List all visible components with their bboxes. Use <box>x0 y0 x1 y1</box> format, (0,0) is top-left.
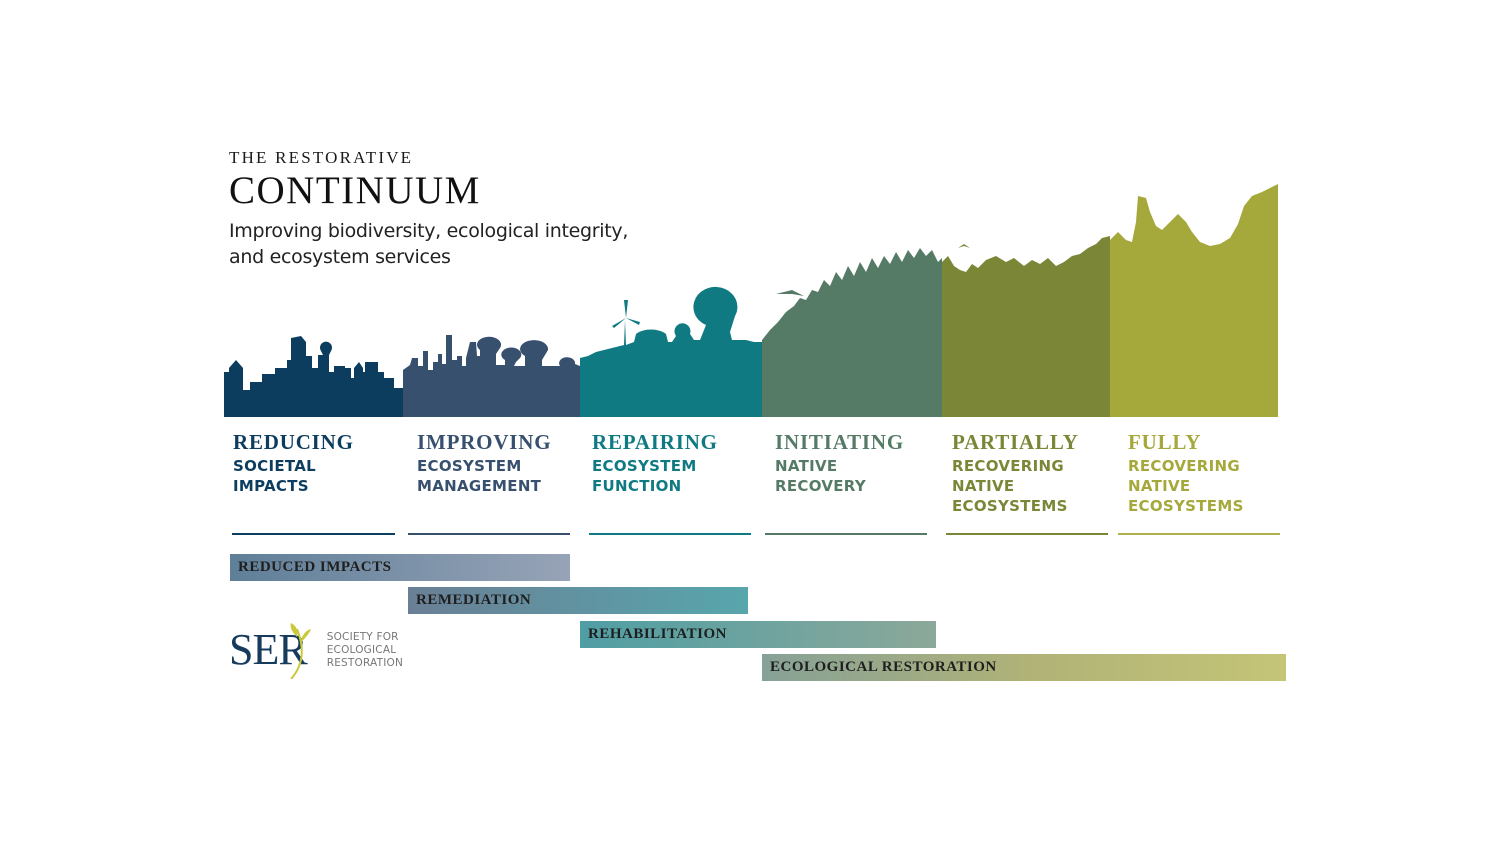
logo-line: SOCIETY FOR <box>326 630 399 643</box>
subtitle-line-1: Improving biodiversity, ecological integ… <box>229 220 629 242</box>
savanna-icon <box>942 236 1110 417</box>
rainforest-icon <box>1110 184 1278 417</box>
windmill-trees-icon <box>580 286 762 417</box>
stage-subheading: RECOVERING NATIVE ECOSYSTEMS <box>952 456 1079 516</box>
range-bar-remediation: REMEDIATION <box>408 587 748 614</box>
stage-sub-line: RECOVERING <box>1128 457 1241 475</box>
stage-sub-line: MANAGEMENT <box>417 477 542 495</box>
stage-sub-line: RECOVERY <box>775 477 867 495</box>
subtitle: Improving biodiversity, ecological integ… <box>229 218 628 270</box>
city-trees-icon <box>403 335 580 417</box>
stage-sub-line: ECOSYSTEMS <box>1128 497 1244 515</box>
title-eyebrow: THE RESTORATIVE <box>229 148 414 167</box>
logo-line: ECOLOGICAL <box>326 643 397 656</box>
stage-sub-line: ECOSYSTEM <box>592 457 697 475</box>
page-title: CONTINUUM <box>229 169 481 212</box>
stage-sub-line: NATIVE <box>1128 477 1191 495</box>
bar-label: REHABILITATION <box>588 626 727 642</box>
stage-sub-line: NATIVE <box>775 457 838 475</box>
forest-icon <box>762 248 942 417</box>
ser-logo: SER SOCIETY FOR ECOLOGICAL RESTORATION <box>229 623 403 679</box>
stage-partially: PARTIALLY RECOVERING NATIVE ECOSYSTEMS <box>952 430 1079 516</box>
stage-heading: IMPROVING <box>417 430 552 454</box>
ser-logo-mark: SER <box>229 623 311 679</box>
stage-sub-line: ECOSYSTEM <box>417 457 522 475</box>
subtitle-line-2: and ecosystem services <box>229 246 451 268</box>
stage-divider <box>765 533 927 535</box>
stage-subheading: ECOSYSTEM FUNCTION <box>592 456 718 496</box>
stage-divider <box>1118 533 1280 535</box>
stage-sub-line: ECOSYSTEMS <box>952 497 1068 515</box>
stage-divider <box>946 533 1108 535</box>
stage-heading: PARTIALLY <box>952 430 1079 454</box>
stage-sub-line: FUNCTION <box>592 477 682 495</box>
stage-subheading: NATIVE RECOVERY <box>775 456 904 496</box>
stage-sub-line: SOCIETAL <box>233 457 317 475</box>
stage-initiating: INITIATING NATIVE RECOVERY <box>775 430 904 496</box>
title-block: THE RESTORATIVE CONTINUUM Improving biod… <box>229 148 628 270</box>
stage-sub-line: NATIVE <box>952 477 1015 495</box>
stage-divider <box>232 533 395 535</box>
stage-reducing: REDUCING SOCIETAL IMPACTS <box>233 430 354 496</box>
logo-line: RESTORATION <box>326 656 404 669</box>
ser-logo-text: SOCIETY FOR ECOLOGICAL RESTORATION <box>327 631 403 670</box>
city-skyline-icon <box>224 336 403 417</box>
stage-improving: IMPROVING ECOSYSTEM MANAGEMENT <box>417 430 551 496</box>
bar-label: ECOLOGICAL RESTORATION <box>770 659 997 675</box>
stage-fully: FULLY RECOVERING NATIVE ECOSYSTEMS <box>1128 430 1244 516</box>
stage-heading: REDUCING <box>233 430 354 454</box>
range-bar-rehabilitation: REHABILITATION <box>580 621 936 648</box>
stage-subheading: ECOSYSTEM MANAGEMENT <box>417 456 551 496</box>
stage-divider <box>589 533 751 535</box>
stage-sub-line: RECOVERING <box>952 457 1065 475</box>
range-bar-ecological-restoration: ECOLOGICAL RESTORATION <box>762 654 1286 681</box>
stage-subheading: RECOVERING NATIVE ECOSYSTEMS <box>1128 456 1244 516</box>
sprout-icon <box>290 623 311 679</box>
range-bar-reduced-impacts: REDUCED IMPACTS <box>230 554 570 581</box>
stage-heading: FULLY <box>1128 430 1202 454</box>
stage-heading: INITIATING <box>775 430 904 454</box>
stage-repairing: REPAIRING ECOSYSTEM FUNCTION <box>592 430 718 496</box>
stage-divider <box>408 533 570 535</box>
stage-sub-line: IMPACTS <box>233 477 309 495</box>
bar-label: REDUCED IMPACTS <box>238 559 392 575</box>
stage-heading: REPAIRING <box>592 430 718 454</box>
bar-label: REMEDIATION <box>416 592 532 608</box>
stage-subheading: SOCIETAL IMPACTS <box>233 456 354 496</box>
